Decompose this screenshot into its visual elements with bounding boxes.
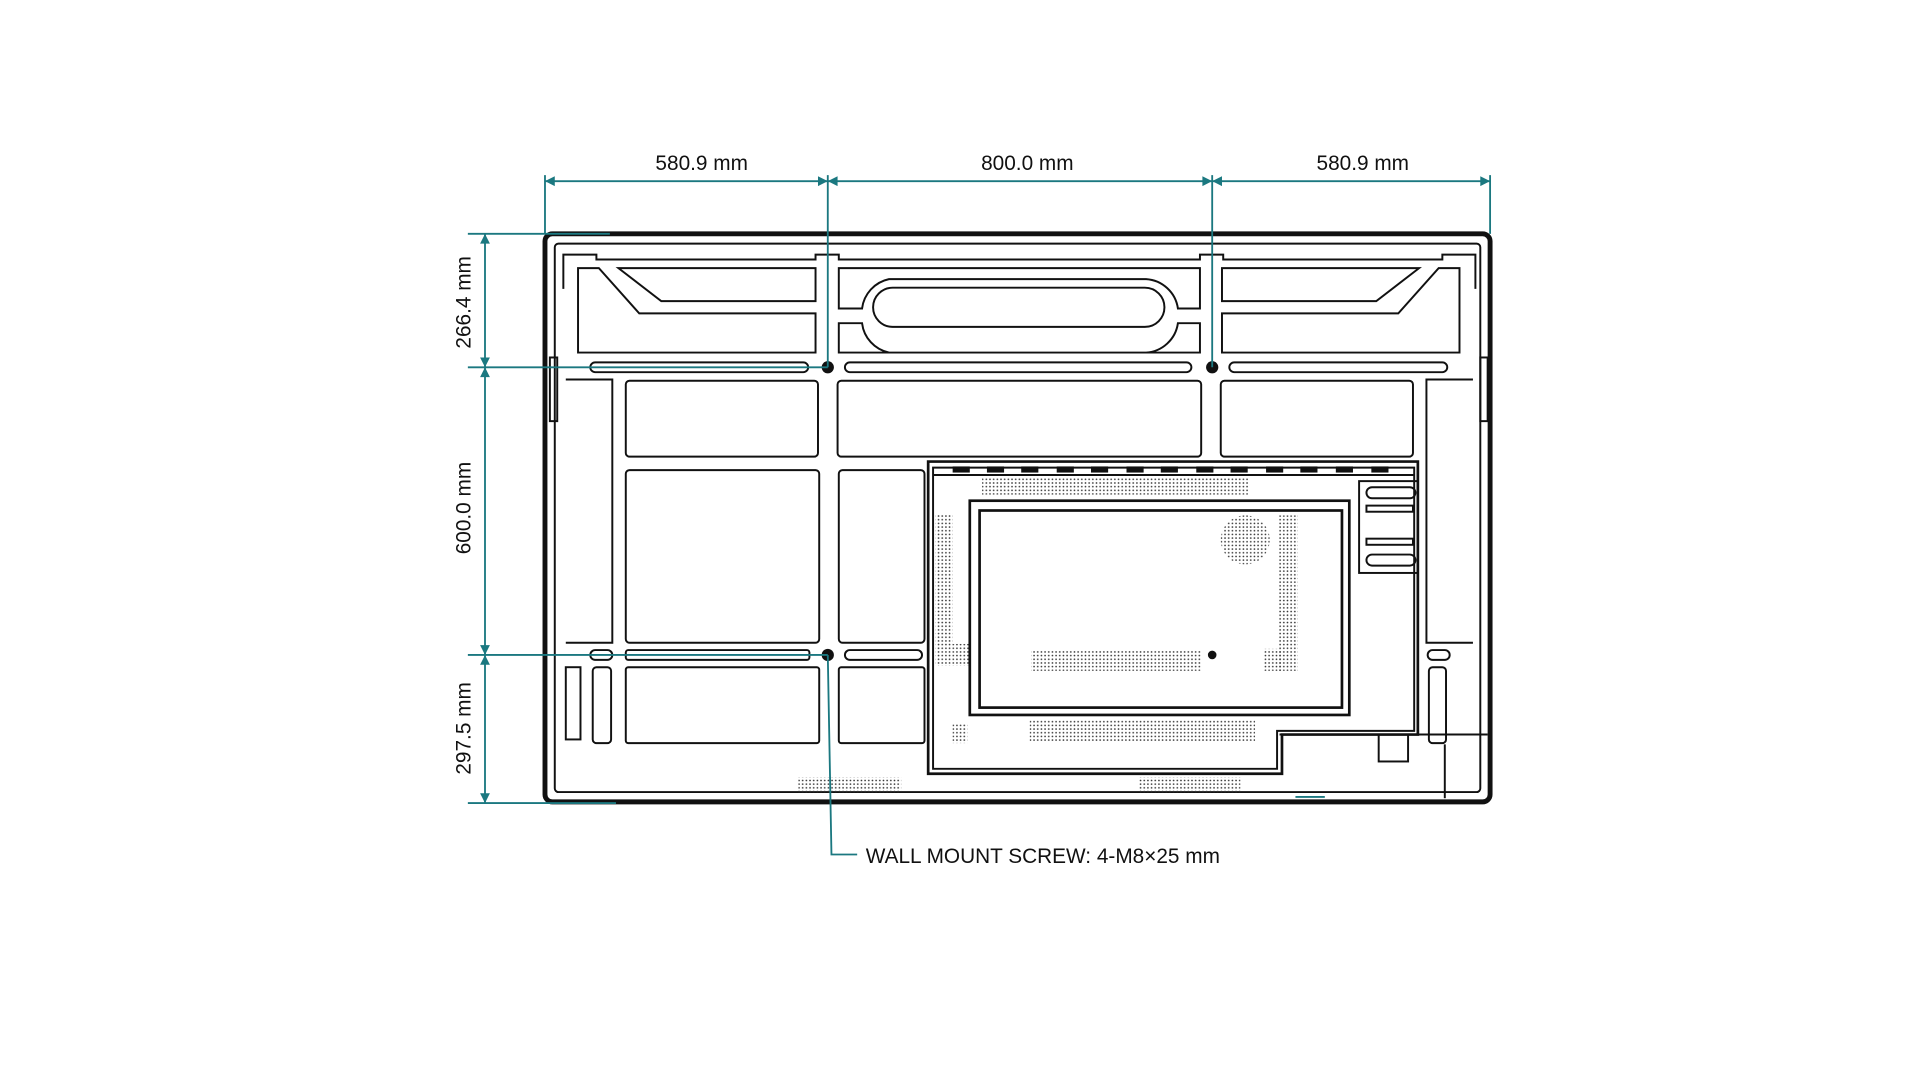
- dimension-left-middle: 600.0 mm: [452, 462, 475, 554]
- screw-hole: [1206, 361, 1219, 374]
- dimension-top-right: 580.9 mm: [1317, 152, 1409, 175]
- dimension-lines: [467, 175, 1492, 856]
- dimension-top-center: 800.0 mm: [981, 152, 1073, 175]
- screw-leader-line: [826, 654, 858, 856]
- electronics-module: [926, 460, 1420, 776]
- dimension-left-bottom: 297.5 mm: [452, 682, 475, 774]
- vent-clips: [952, 466, 1389, 473]
- io-bracket: [1358, 480, 1419, 574]
- speaker-grille: [1220, 515, 1270, 565]
- wall-mount-screw-callout: WALL MOUNT SCREW: 4-M8×25 mm: [866, 845, 1220, 868]
- dimension-left-top: 266.4 mm: [452, 256, 475, 348]
- dimension-top-left: 580.9 mm: [655, 152, 747, 175]
- display-back-panel: [542, 231, 1493, 805]
